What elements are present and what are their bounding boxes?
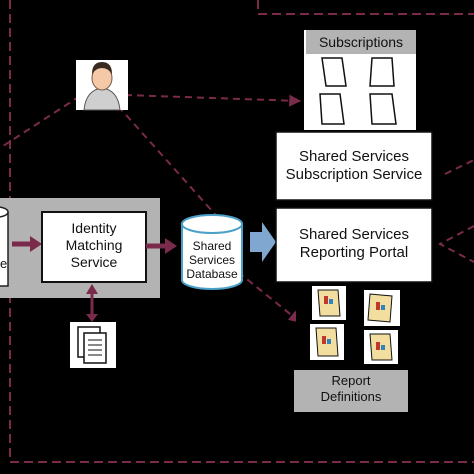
report-chart-icon [364, 290, 400, 326]
subscriptions-header [306, 30, 416, 54]
subscription-service-line2: Subscription Service [285, 166, 423, 183]
identity-matching-line2: Matching [65, 236, 123, 253]
reporting-portal-line2: Reporting Portal [299, 244, 409, 261]
document-icon [321, 57, 347, 87]
right-fan-connector [437, 225, 474, 263]
arrow-identity-docs [86, 284, 98, 322]
user-to-left-connector [0, 95, 81, 149]
arrow-left-to-identity [12, 236, 42, 252]
database-to-reports-connector [237, 271, 301, 323]
database-line3: Database [186, 266, 238, 281]
connectors [0, 94, 474, 323]
document-icon [369, 93, 397, 125]
document-icon [319, 93, 345, 125]
identity-matching-line3: Service [70, 253, 118, 270]
identity-matching-label: Identity Matching Service [42, 220, 146, 270]
report-definitions-box [294, 370, 408, 412]
reporting-portal-box [275, 207, 433, 283]
shared-services-database [181, 214, 243, 290]
report-chart-icon [312, 286, 346, 320]
database-line2: Services [188, 252, 235, 267]
report-definitions-line2: Definitions [320, 388, 382, 404]
identity-matching-line1: Identity [71, 220, 117, 236]
user-to-database-connector [117, 105, 223, 223]
identity-matching-box [41, 211, 147, 283]
subscriptions-label: Subscriptions [318, 34, 404, 50]
left-database-partial [0, 206, 9, 287]
right-top-dash [444, 159, 474, 175]
arrow-database-to-portal [250, 222, 276, 262]
user-to-subscriptions-connector [124, 94, 302, 107]
reporting-portal-line1: Shared Services [298, 226, 410, 243]
database-line1: Shared [192, 239, 232, 253]
subscription-service-box [275, 131, 433, 201]
subscription-service-label: Shared Services Subscription Service [276, 148, 432, 184]
database-label: Shared Services Database [182, 239, 242, 281]
report-definitions-line1: Report [331, 373, 371, 388]
user-icon [76, 60, 128, 111]
document-icon [369, 57, 395, 87]
report-chart-icon [364, 330, 398, 364]
subscription-doc-icons [319, 57, 397, 125]
report-chart-icons [310, 286, 400, 364]
report-definitions-label: Report Definitions [294, 373, 408, 404]
left-database-label: e [0, 256, 7, 271]
arrow-identity-to-database [146, 238, 177, 254]
report-chart-icon [310, 324, 344, 360]
subscription-service-line1: Shared Services [298, 148, 410, 165]
reporting-portal-label: Shared Services Reporting Portal [276, 226, 432, 262]
document-stack-icon [70, 322, 116, 368]
